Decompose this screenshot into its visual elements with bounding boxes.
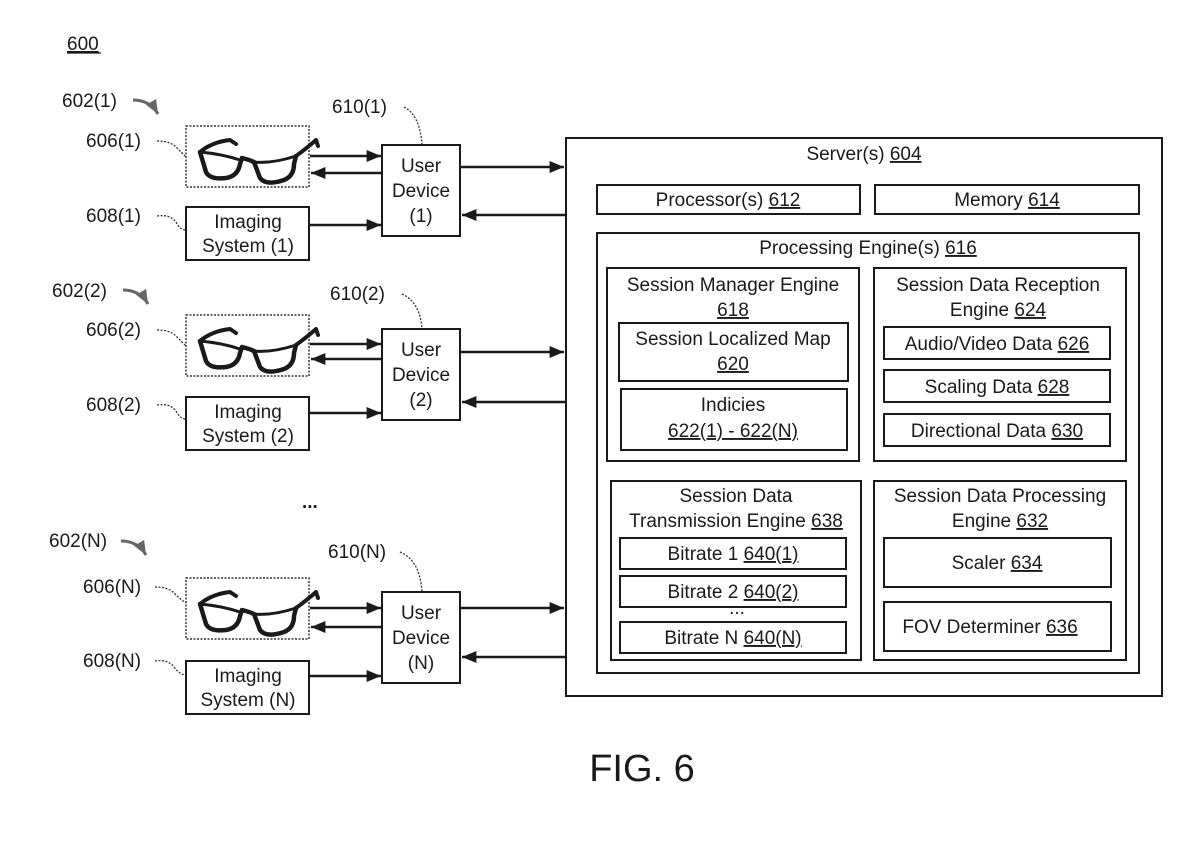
user-device-box[interactable] <box>381 591 461 684</box>
device-leader-line <box>399 551 423 593</box>
imaging-system-label-line1: Imaging <box>214 212 282 233</box>
imaging-system-box[interactable] <box>185 396 310 451</box>
client-system-2: 602(2) 606(2) 608(2) Imaging System (2) … <box>52 281 566 451</box>
imaging-system-box[interactable] <box>185 206 310 261</box>
glasses-ref-label: 606(N) <box>83 577 141 598</box>
scaling-data-label: Scaling Data 628 <box>925 377 1070 398</box>
imaging-leader-line <box>156 214 187 231</box>
client-system-1: 602(1) 606(1) 608(1) Imaging System (1) … <box>62 91 566 261</box>
systems-ellipsis: ... <box>302 492 318 513</box>
system-pointer-arrow <box>132 98 160 115</box>
imaging-leader-line <box>154 659 187 676</box>
user-device-label-line3: (N) <box>408 653 434 674</box>
scaler-label: Scaler 634 <box>952 553 1043 574</box>
processor-box[interactable] <box>596 184 861 215</box>
figure-ref: 600 <box>67 34 99 55</box>
session-manager-ref: 618 <box>717 300 749 321</box>
system-ref-label: 602(2) <box>52 281 107 302</box>
audio-video-data-box[interactable] <box>883 326 1111 360</box>
system-pointer-arrow <box>120 539 148 556</box>
glasses-leader-line <box>154 586 187 604</box>
user-device-box[interactable] <box>381 328 461 421</box>
imaging-ref-label: 608(N) <box>83 651 141 672</box>
device-ref-label: 610(1) <box>332 97 387 118</box>
processing-engines-title: Processing Engine(s) 616 <box>759 238 977 259</box>
session-localized-map-ref: 620 <box>717 354 749 375</box>
imaging-system-label-line1: Imaging <box>214 402 282 423</box>
device-ref-label: 610(N) <box>328 542 386 563</box>
glasses-leader-line <box>156 329 187 347</box>
directional-data-box[interactable] <box>883 413 1111 447</box>
imaging-ref-label: 608(1) <box>86 206 141 227</box>
imaging-system-label-line2: System (1) <box>202 236 294 257</box>
device-leader-line <box>403 106 423 146</box>
imaging-leader-line <box>156 403 187 420</box>
bitrate-1-label: Bitrate 1 640(1) <box>668 544 799 565</box>
indicies-ref: 622(1) - 622(N) <box>668 421 798 442</box>
processing-title-line2: Engine 632 <box>952 511 1048 532</box>
glasses-ref-label: 606(2) <box>86 320 141 341</box>
transmission-title-line1: Session Data <box>679 486 792 507</box>
user-device-label-line2: Device <box>392 181 450 202</box>
imaging-system-label-line2: System (2) <box>202 426 294 447</box>
audio-video-data-label: Audio/Video Data 626 <box>905 334 1090 355</box>
bitrate-n-label: Bitrate N 640(N) <box>664 628 801 649</box>
transmission-title-line2: Transmission Engine 638 <box>629 511 843 532</box>
system-ref-label: 602(N) <box>49 531 107 552</box>
server-block: Server(s) 604 Processor(s) 612 Memory 61… <box>565 137 1163 697</box>
user-device-label-line1: User <box>401 603 442 624</box>
bitrate-2-box[interactable] <box>619 575 847 608</box>
fov-determiner-box[interactable] <box>883 601 1112 652</box>
system-ref-label: 602(1) <box>62 91 117 112</box>
glasses-ref-label: 606(1) <box>86 131 141 152</box>
user-device-label-line3: (1) <box>409 206 432 227</box>
session-manager-title: Session Manager Engine <box>627 275 839 296</box>
processing-title-line1: Session Data Processing <box>894 486 1106 507</box>
user-device-label-line3: (2) <box>409 390 432 411</box>
device-leader-line <box>401 293 423 330</box>
user-device-box[interactable] <box>381 144 461 237</box>
bitrate-n-box[interactable] <box>619 621 847 654</box>
fov-determiner-label: FOV Determiner 636 <box>902 617 1077 638</box>
user-device-label-line2: Device <box>392 628 450 649</box>
session-localized-map-label: Session Localized Map <box>635 329 830 350</box>
scaling-data-box[interactable] <box>883 369 1111 403</box>
scaler-box[interactable] <box>883 537 1112 588</box>
figure-caption: FIG. 6 <box>589 748 695 790</box>
session-localized-map-box[interactable] <box>618 322 849 382</box>
memory-box[interactable] <box>874 184 1140 215</box>
user-device-label-line1: User <box>401 340 442 361</box>
imaging-system-box[interactable] <box>185 660 310 715</box>
device-ref-label: 610(2) <box>330 284 385 305</box>
user-device-label-line2: Device <box>392 365 450 386</box>
bitrate-2-label: Bitrate 2 640(2) <box>668 582 799 603</box>
imaging-ref-label: 608(2) <box>86 395 141 416</box>
indicies-box[interactable] <box>620 388 848 451</box>
user-device-label-line1: User <box>401 156 442 177</box>
bitrate-1-box[interactable] <box>619 537 847 570</box>
glasses-leader-line <box>156 140 187 158</box>
imaging-system-label-line2: System (N) <box>201 690 296 711</box>
memory-label: Memory 614 <box>954 190 1060 211</box>
indicies-label: Indicies <box>701 395 765 416</box>
system-pointer-arrow <box>122 288 150 305</box>
imaging-system-label-line1: Imaging <box>214 666 282 687</box>
reception-title-line1: Session Data Reception <box>896 275 1100 296</box>
server-title: Server(s) 604 <box>806 144 922 165</box>
directional-data-label: Directional Data 630 <box>911 421 1083 442</box>
bitrate-ellipsis: ... <box>729 598 745 619</box>
reception-title-line2: Engine 624 <box>950 300 1047 321</box>
processor-label: Processor(s) 612 <box>656 190 801 211</box>
client-system-n: 602(N) 606(N) 608(N) Imaging System (N) … <box>49 531 566 715</box>
